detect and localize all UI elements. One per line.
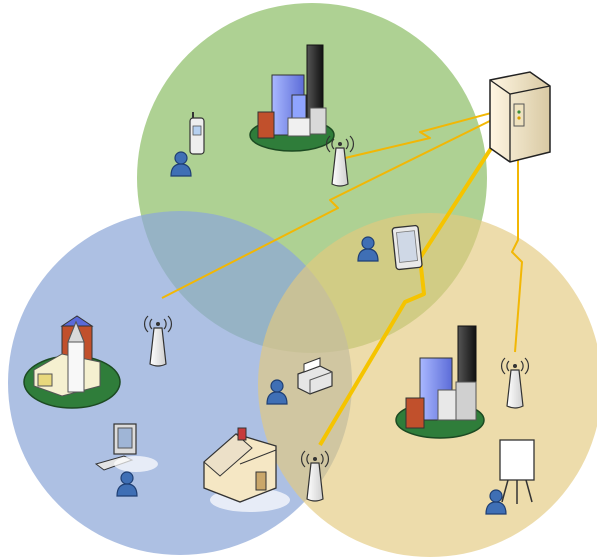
network-links — [161, 107, 523, 447]
server-tower-icon — [489, 71, 551, 163]
link-server-antenna-left — [161, 111, 509, 299]
user-phone — [170, 112, 205, 177]
link-server-antenna-right — [511, 120, 523, 353]
printer-icon — [297, 357, 333, 395]
church-town-icon — [23, 315, 121, 409]
mobile-phone-icon — [189, 112, 205, 155]
city-buildings-icon — [395, 325, 485, 439]
link-server-antenna-top — [344, 107, 511, 159]
city-buildings-icon — [249, 44, 335, 152]
tablet-icon — [391, 224, 423, 271]
user-desktop — [94, 423, 158, 497]
user-presentation — [485, 439, 535, 515]
user-printer — [266, 357, 333, 405]
user-tablet — [357, 224, 423, 271]
link-server-antenna-bottom — [318, 114, 514, 447]
projection-screen-icon — [499, 439, 535, 504]
desktop-computer-icon — [94, 423, 158, 472]
house-icon — [203, 427, 290, 512]
